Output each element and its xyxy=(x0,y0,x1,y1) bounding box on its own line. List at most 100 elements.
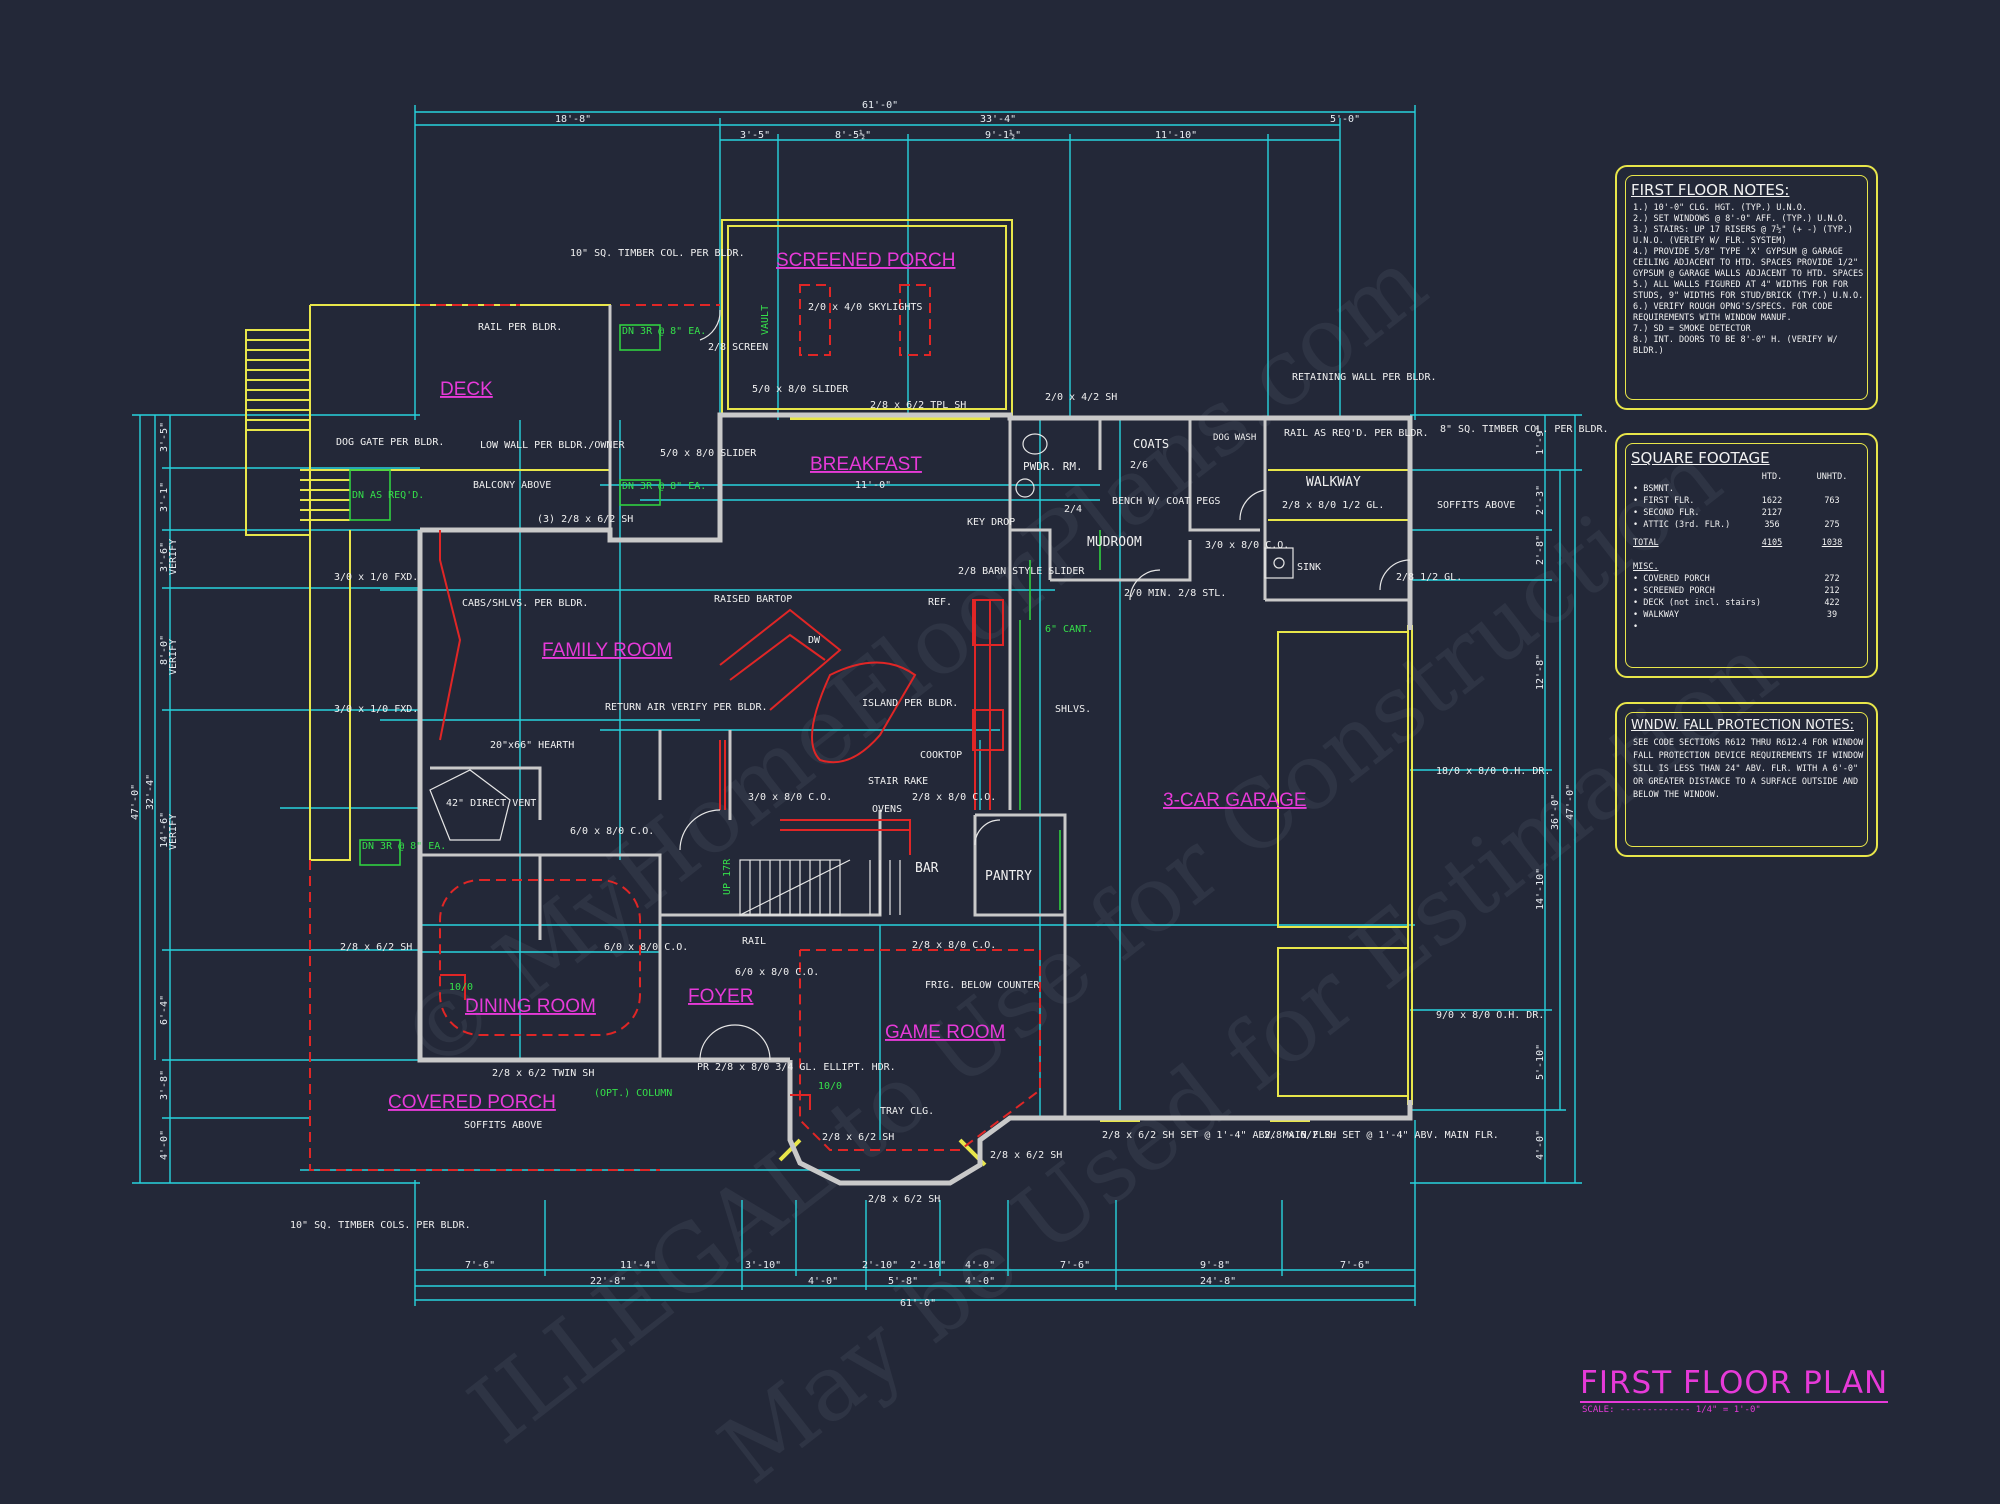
dim-top-sub-1: 3'-5" xyxy=(740,130,770,141)
room-pantry: PANTRY xyxy=(985,869,1032,884)
dimension-text: 61'-0" 18'-8" 33'-4" 5'-0" 3'-5" 8'-5½" … xyxy=(130,100,1576,1309)
room-breakfast: BREAKFAST xyxy=(810,454,922,475)
dim-bottom-2: 11'-4" xyxy=(620,1260,656,1271)
first-floor-notes: FIRST FLOOR NOTES: 1.) 10'-0" CLG. HGT. … xyxy=(1615,165,1878,410)
dim-left-col-5: 14'-6" xyxy=(159,812,170,848)
annotation-labels: 10" SQ. TIMBER COL. PER BLDR. RAIL PER B… xyxy=(290,248,1609,1231)
dim-bottom-8: 9'-8" xyxy=(1200,1260,1230,1271)
dim-bottom-r2-1: 22'-8" xyxy=(590,1276,626,1287)
note-item: 7.) SD = SMOKE DETECTOR xyxy=(1633,324,1751,334)
label-timber-cols-bottom: 10" SQ. TIMBER COLS. PER BLDR. xyxy=(290,1220,471,1231)
dim-left-verify-2: VERIFY xyxy=(168,639,179,675)
dim-bottom-r2-4: 4'-0" xyxy=(965,1276,995,1287)
label-sh-abv-1: 2/8 x 6/2 SH SET @ 1'-4" ABV. MAIN FLR. xyxy=(1102,1130,1337,1141)
label-return-air: RETURN AIR VERIFY PER BLDR. xyxy=(605,702,768,713)
plan-title: FIRST FLOOR PLAN xyxy=(1580,1365,1889,1403)
label-co-family: 3/0 x 8/0 C.O. xyxy=(748,792,832,803)
label-skylights: 2/0 x 4/0 SKYLIGHTS xyxy=(808,302,922,313)
dim-right-sub: 36'-0" xyxy=(1550,794,1561,830)
label-fxd-2: 3/0 x 1/0 FXD. xyxy=(334,704,418,715)
label-timber-col-right: 8" SQ. TIMBER COL. PER BLDR. xyxy=(1440,424,1609,435)
dim-right-col-5: 14'-10" xyxy=(1535,868,1546,910)
dim-left-col-1: 3'-5" xyxy=(159,422,170,452)
dim-left-verify-3: VERIFY xyxy=(168,814,179,850)
label-island: ISLAND PER BLDR. xyxy=(862,698,958,709)
window-fall-title: WNDW. FALL PROTECTION NOTES: xyxy=(1631,718,1854,733)
dim-bottom-overall: 61'-0" xyxy=(900,1298,936,1309)
label-co-dining: 6/0 x 8/0 C.O. xyxy=(604,942,688,953)
sf-misc-row: • DECK (not incl. stairs)422 xyxy=(1633,598,1840,608)
label-co-dining-top: 6/0 x 8/0 C.O. xyxy=(570,826,654,837)
label-stair-rake: STAIR RAKE xyxy=(868,776,928,787)
dim-left-col-2: 3'-1" xyxy=(159,482,170,512)
label-slider-porch: 5/0 x 8/0 SLIDER xyxy=(752,384,849,395)
dim-bottom-r2-5: 24'-8" xyxy=(1200,1276,1236,1287)
label-dw: DW xyxy=(808,635,821,646)
room-coats: COATS xyxy=(1133,437,1169,451)
room-covered-porch: COVERED PORCH xyxy=(388,1092,556,1113)
label-retaining-wall: RETAINING WALL PER BLDR. xyxy=(1292,372,1437,383)
window-fall-notes: WNDW. FALL PROTECTION NOTES: SEE CODE SE… xyxy=(1615,702,1878,857)
room-screened-porch: SCREENED PORCH xyxy=(776,250,955,271)
label-2-4: 2/4 xyxy=(1064,504,1082,515)
label-sink: SINK xyxy=(1297,562,1321,573)
label-stl: 2/0 MIN. 2/8 STL. xyxy=(1124,588,1226,599)
room-labels: SCREENED PORCH DECK BREAKFAST FAMILY ROO… xyxy=(388,250,1361,1113)
plan-scale: SCALE: ------------- 1/4" = 1'-0" xyxy=(1582,1405,1761,1415)
dim-left-col-6: 6'-4" xyxy=(159,995,170,1025)
dimension-lines xyxy=(132,105,1582,1306)
label-co-mudroom: 3/0 x 8/0 C.O. xyxy=(1205,540,1289,551)
note-item: 4.) PROVIDE 5/8" TYPE 'X' GYPSUM @ GARAG… xyxy=(1633,247,1864,279)
dim-left-col-8: 4'-0" xyxy=(159,1130,170,1160)
label-dn-as-reqd: DN AS REQ'D. xyxy=(352,490,424,501)
dim-right-col-1: 1'-9" xyxy=(1535,425,1546,455)
label-door-half-gl: 2/8 x 8/0 1/2 GL. xyxy=(1282,500,1384,511)
label-opt-column: (OPT.) COLUMN xyxy=(594,1088,672,1099)
label-oh-door-large: 18/0 x 8/0 O.H. DR. xyxy=(1436,766,1550,777)
dim-right-col-3: 2'-8" xyxy=(1535,535,1546,565)
label-cabs-shlvs: CABS/SHLVS. PER BLDR. xyxy=(462,598,588,609)
main-stairs xyxy=(429,309,1411,1061)
label-cooktop: COOKTOP xyxy=(920,750,962,761)
sf-header-row: HTD.UNHTD. xyxy=(1761,472,1848,482)
dim-top-sub-3: 9'-1½" xyxy=(985,129,1021,141)
label-10-0-game: 10/0 xyxy=(818,1081,842,1092)
label-dn-3r-top: DN 3R @ 8" EA. xyxy=(622,326,706,337)
room-walkway: WALKWAY xyxy=(1306,475,1361,490)
sf-row: • BSMNT. xyxy=(1633,484,1674,494)
dim-bottom-3: 3'-10" xyxy=(745,1260,781,1271)
green-markers xyxy=(349,324,1101,910)
label-screen-door: 2/8 SCREEN xyxy=(708,342,768,353)
label-front-door: PR 2/8 x 8/0 3/4 GL. ELLIPT. HDR. xyxy=(697,1062,896,1073)
label-vault: VAULT xyxy=(760,305,771,335)
label-twin-sh: 2/8 x 6/2 TWIN SH xyxy=(492,1068,594,1079)
dim-top-sub-4: 11'-10" xyxy=(1155,130,1197,141)
dim-bottom-r2-3: 5'-8" xyxy=(888,1276,918,1287)
label-soffits-above-porch: SOFFITS ABOVE xyxy=(464,1120,542,1131)
square-footage-frame xyxy=(1625,443,1868,668)
dim-left-verify-1: VERIFY xyxy=(168,539,179,575)
dim-right-col-6: 5'-10" xyxy=(1535,1044,1546,1080)
label-co-bar: 2/8 x 8/0 C.O. xyxy=(912,792,996,803)
label-dog-gate-top: DOG GATE PER BLDR. xyxy=(336,437,444,448)
label-key-drop: KEY DROP xyxy=(967,517,1015,528)
note-item: 6.) VERIFY ROUGH OPNG'S/SPECS. FOR CODE … xyxy=(1633,302,1833,323)
label-shlvs: SHLVS. xyxy=(1055,704,1091,715)
dim-top-left: 18'-8" xyxy=(555,114,591,125)
first-floor-notes-title: FIRST FLOOR NOTES: xyxy=(1631,181,1790,199)
label-direct-vent: 42" DIRECT VENT xyxy=(446,798,536,809)
first-floor-notes-frame xyxy=(1625,175,1868,400)
dim-top-overall: 61'-0" xyxy=(862,100,898,111)
label-rail-deck: RAIL PER BLDR. xyxy=(478,322,562,333)
room-game-room: GAME ROOM xyxy=(885,1022,1005,1043)
label-co-game: 2/8 x 8/0 C.O. xyxy=(912,940,996,951)
label-up-17r: UP 17R xyxy=(722,858,733,895)
label-10-0-dining: 10/0 xyxy=(449,982,473,993)
label-fxd-1: 3/0 x 1/0 FXD. xyxy=(334,572,418,583)
window-fall-notes-frame xyxy=(1625,712,1868,847)
dim-right-overall: 47'-0" xyxy=(1565,784,1576,820)
window-fall-text: SEE CODE SECTIONS R612 THRU R612.4 FOR W… xyxy=(1633,738,1864,800)
